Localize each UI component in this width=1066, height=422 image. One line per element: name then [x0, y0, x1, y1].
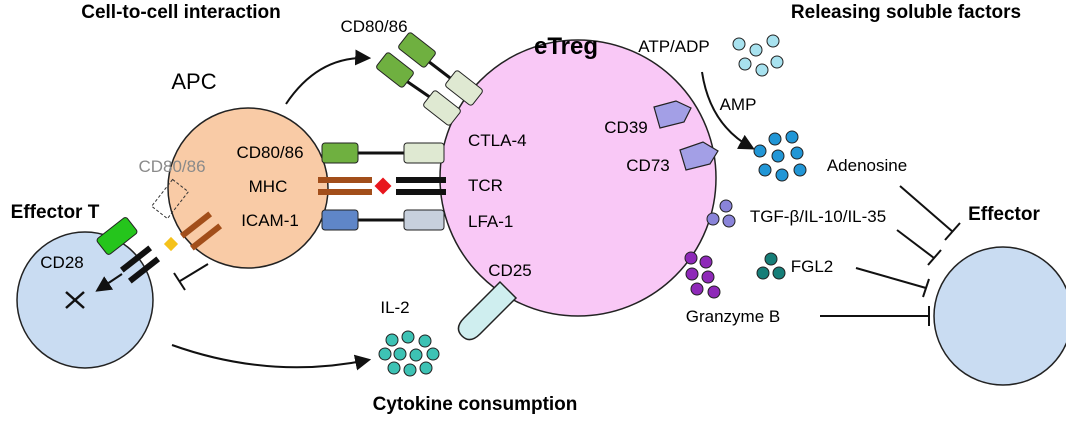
- tgf-molecules: [706, 199, 736, 228]
- cd25-receptor: [457, 280, 518, 341]
- label-fgl2: FGL2: [791, 257, 834, 276]
- label-mhc: MHC: [249, 177, 288, 196]
- label-apc: APC: [171, 69, 216, 94]
- label-etreg: eTreg: [534, 33, 598, 60]
- adenosine-molecules: [753, 130, 807, 182]
- inhibition-lines: [820, 185, 961, 326]
- label-effector-t: Effector T: [11, 202, 100, 223]
- yellow-diamond: [163, 236, 179, 252]
- mhc-tcr-row: [318, 177, 446, 195]
- arrow-to-il2: [171, 344, 372, 371]
- cd73-enzyme: [679, 141, 719, 171]
- label-cd73: CD73: [626, 156, 669, 175]
- heading-cell-to-cell: Cell-to-cell interaction: [81, 2, 281, 23]
- cd80-ctla4-complex: [376, 32, 483, 126]
- label-cd25: CD25: [488, 261, 531, 280]
- blocked-arrow: [95, 273, 123, 292]
- apc-cell: [167, 107, 329, 269]
- label-cd28: CD28: [40, 253, 83, 272]
- label-cd39: CD39: [604, 118, 647, 137]
- blocked-x-icon: [65, 291, 85, 309]
- label-granzyme: Granzyme B: [686, 307, 780, 326]
- label-amp: AMP: [720, 95, 757, 114]
- label-cd80-86-apc: CD80/86: [236, 143, 303, 162]
- atp-adp-molecules: [732, 34, 784, 77]
- effector-t-cell: [16, 231, 154, 369]
- cd80-ctla4-row: [321, 142, 445, 164]
- label-tcr: TCR: [468, 176, 503, 195]
- label-lfa1: LFA-1: [468, 212, 513, 231]
- fgl2-molecules: [756, 252, 786, 280]
- antigen-diamond: [374, 177, 392, 195]
- cd28-receptor: [96, 217, 138, 255]
- label-cd80-86-top: CD80/86: [340, 17, 407, 36]
- icam-lfa1-row: [321, 209, 445, 231]
- granzyme-molecules: [684, 251, 721, 299]
- tcr-effector-stub: [119, 245, 161, 284]
- label-atp-adp: ATP/ADP: [638, 37, 709, 56]
- label-tgf: TGF-β/IL-10/IL-35: [750, 207, 886, 226]
- label-cd80-86-ghost: CD80/86: [138, 157, 205, 176]
- label-icam1: ICAM-1: [241, 211, 299, 230]
- inhibition-apc-effector: [173, 263, 209, 291]
- effector-cell: [933, 246, 1066, 386]
- heading-releasing: Releasing soluble factors: [791, 2, 1021, 23]
- label-il2: IL-2: [380, 298, 409, 317]
- heading-cytokine: Cytokine consumption: [373, 394, 578, 415]
- label-effector: Effector: [968, 204, 1040, 225]
- label-ctla4: CTLA-4: [468, 131, 527, 150]
- mhc-apc-stub: [179, 211, 223, 251]
- label-adenosine: Adenosine: [827, 156, 907, 175]
- arrow-to-cd80-86: [285, 49, 372, 105]
- il2-molecules: [378, 330, 440, 377]
- arrow-to-adenosine: [701, 71, 755, 150]
- cd39-enzyme: [653, 100, 692, 129]
- cd80-86-ghost-box: [150, 178, 190, 220]
